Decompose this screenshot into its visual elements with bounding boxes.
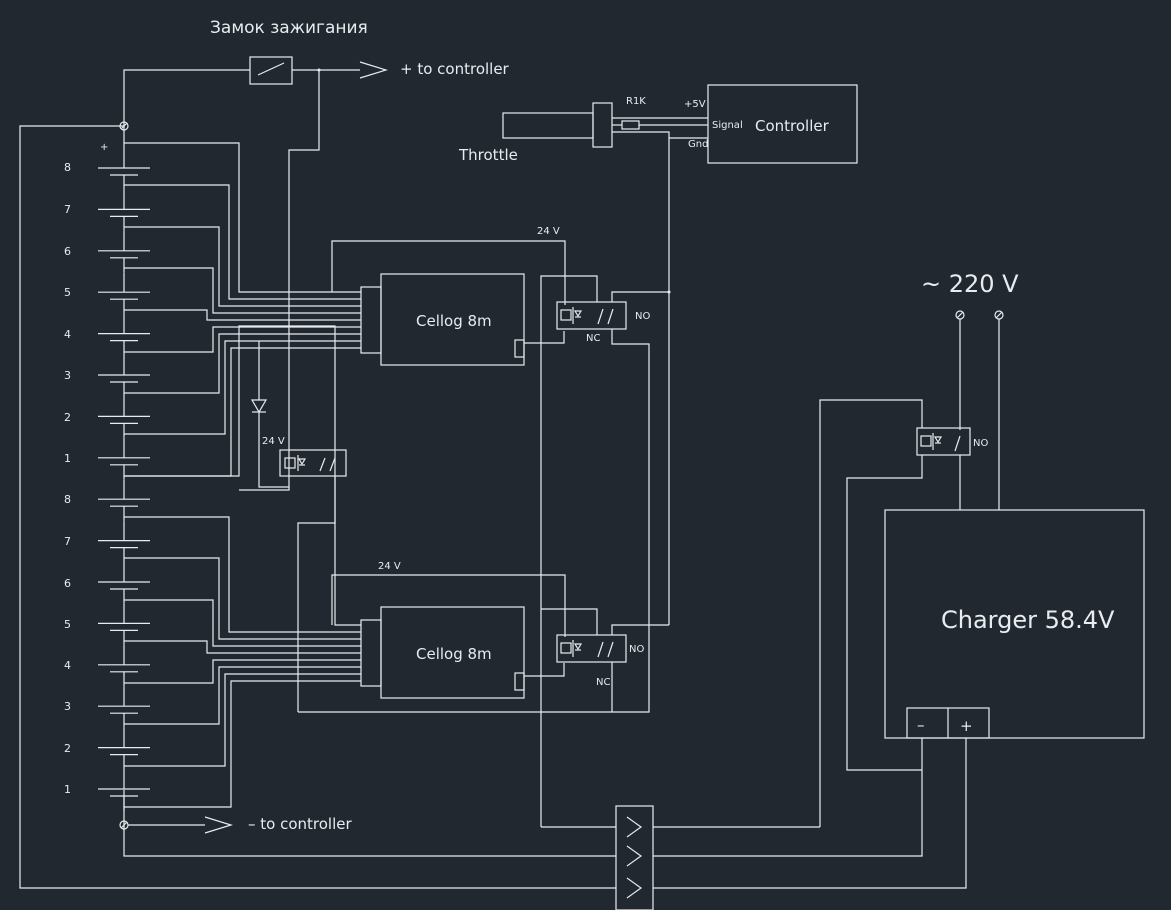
resistor-icon (621, 120, 640, 130)
outer-loop-wire (19, 125, 967, 889)
cellog-bottom-title: Cellog 8m (416, 645, 492, 663)
relay-top-nc: NC (586, 333, 600, 344)
cell-number: 2 (64, 411, 71, 424)
connector-block (615, 805, 820, 910)
cell-number: 7 (64, 535, 71, 548)
cell-number: 4 (64, 328, 71, 341)
cellog-top-connector (360, 286, 382, 354)
cellog-top: Cellog 8m 24 V (331, 226, 566, 366)
relay-bottom: NO NC (556, 634, 644, 688)
cellog-top-supply: 24 V (537, 226, 560, 237)
charger-minus: – (917, 716, 925, 734)
cell-number: 7 (64, 203, 71, 216)
resistor-label: R1K (626, 96, 646, 107)
top-balance-wires (124, 142, 382, 477)
cell-number: 4 (64, 659, 71, 672)
plus-to-controller-label: + to controller (400, 60, 510, 78)
cellog-bottom: Cellog 8m 24 V (331, 561, 566, 699)
bottom-balance-wires (124, 325, 382, 808)
cell-number: 6 (64, 577, 71, 590)
cell-number: 1 (64, 783, 71, 796)
charger-plus: + (960, 717, 973, 735)
controller-pin-gnd: Gnd (688, 139, 708, 150)
battery-plus-label: + (100, 142, 108, 153)
cell-number: 1 (64, 452, 71, 465)
cellog-bottom-supply: 24 V (378, 561, 401, 572)
charger: Charger 58.4V – + (884, 509, 1145, 739)
cell-number: 5 (64, 618, 71, 631)
relay-bottom-no: NO (629, 644, 644, 655)
minus-arrow-icon (204, 816, 234, 834)
terminal-icon (119, 121, 129, 131)
controller: Controller +5V Signal Gnd (684, 84, 858, 164)
cell-number: 3 (64, 700, 71, 713)
cell-number: 2 (64, 742, 71, 755)
ignition-circuit: Замок зажигания + to controller (123, 18, 510, 491)
relay-top: NO NC (556, 301, 650, 344)
charger-title: Charger 58.4V (941, 606, 1115, 634)
mains-label: ~ 220 V (921, 270, 1019, 298)
battery-stack: + 8 7 6 5 4 3 2 1 8 7 6 5 4 3 2 1 (64, 126, 150, 825)
diode-icon (250, 399, 268, 414)
cellog-top-title: Cellog 8m (416, 312, 492, 330)
mains-input: ~ 220 V (921, 270, 1019, 510)
controller-pin-5v: +5V (684, 99, 706, 110)
relay-top-no: NO (635, 311, 650, 322)
controller-pin-signal: Signal (712, 120, 743, 131)
relay-wiring (297, 138, 671, 828)
cell-number: 6 (64, 245, 71, 258)
middle-relay: 24 V (250, 341, 347, 488)
ignition-switch (249, 56, 293, 85)
plus-arrow-icon (359, 61, 389, 79)
throttle: Throttle R1K (458, 96, 708, 164)
cell-number: 8 (64, 493, 71, 506)
controller-title: Controller (755, 117, 830, 135)
ignition-label: Замок зажигания (210, 18, 368, 38)
cell-number: 5 (64, 286, 71, 299)
throttle-label: Throttle (458, 146, 518, 164)
middle-relay-supply: 24 V (262, 436, 285, 447)
relay-bottom-nc: NC (596, 677, 610, 688)
battery-terminals: – to controller (119, 121, 352, 834)
charger-relay-no: NO (973, 438, 988, 449)
cell-number: 8 (64, 161, 71, 174)
cell-number: 3 (64, 369, 71, 382)
minus-to-controller-label: – to controller (248, 815, 352, 833)
cellog-bottom-connector (360, 619, 382, 687)
charger-relay: NO (819, 399, 988, 827)
